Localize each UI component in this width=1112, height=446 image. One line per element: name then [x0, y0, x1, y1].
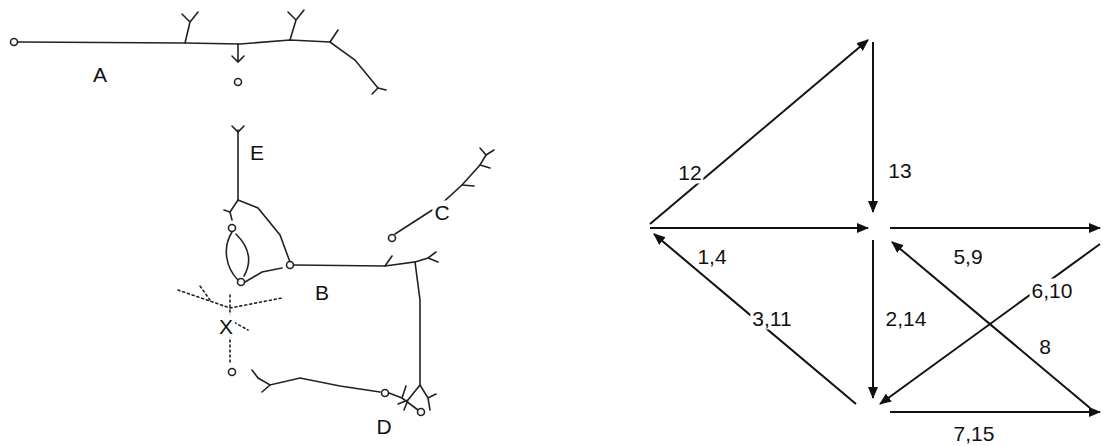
- callout-number: 12: [676, 161, 703, 184]
- callout-number: 2,14: [884, 307, 929, 330]
- arrow-diagram: [650, 40, 1100, 412]
- neuron-drawing: [11, 10, 495, 416]
- part-label: X: [217, 315, 235, 338]
- part-label: D: [374, 415, 393, 438]
- part-label: E: [248, 141, 266, 164]
- callout-number: 8: [1037, 335, 1053, 358]
- callout-number: 1,4: [695, 245, 728, 268]
- part-label: A: [91, 63, 109, 86]
- part-label: C: [432, 201, 451, 224]
- callout-number: 13: [886, 159, 913, 182]
- callout-number: 7,15: [952, 421, 997, 444]
- part-label: B: [313, 281, 331, 304]
- callout-number: 5,9: [951, 245, 984, 268]
- callout-number: 3,11: [750, 307, 793, 330]
- callout-number: 6,10: [1030, 279, 1075, 302]
